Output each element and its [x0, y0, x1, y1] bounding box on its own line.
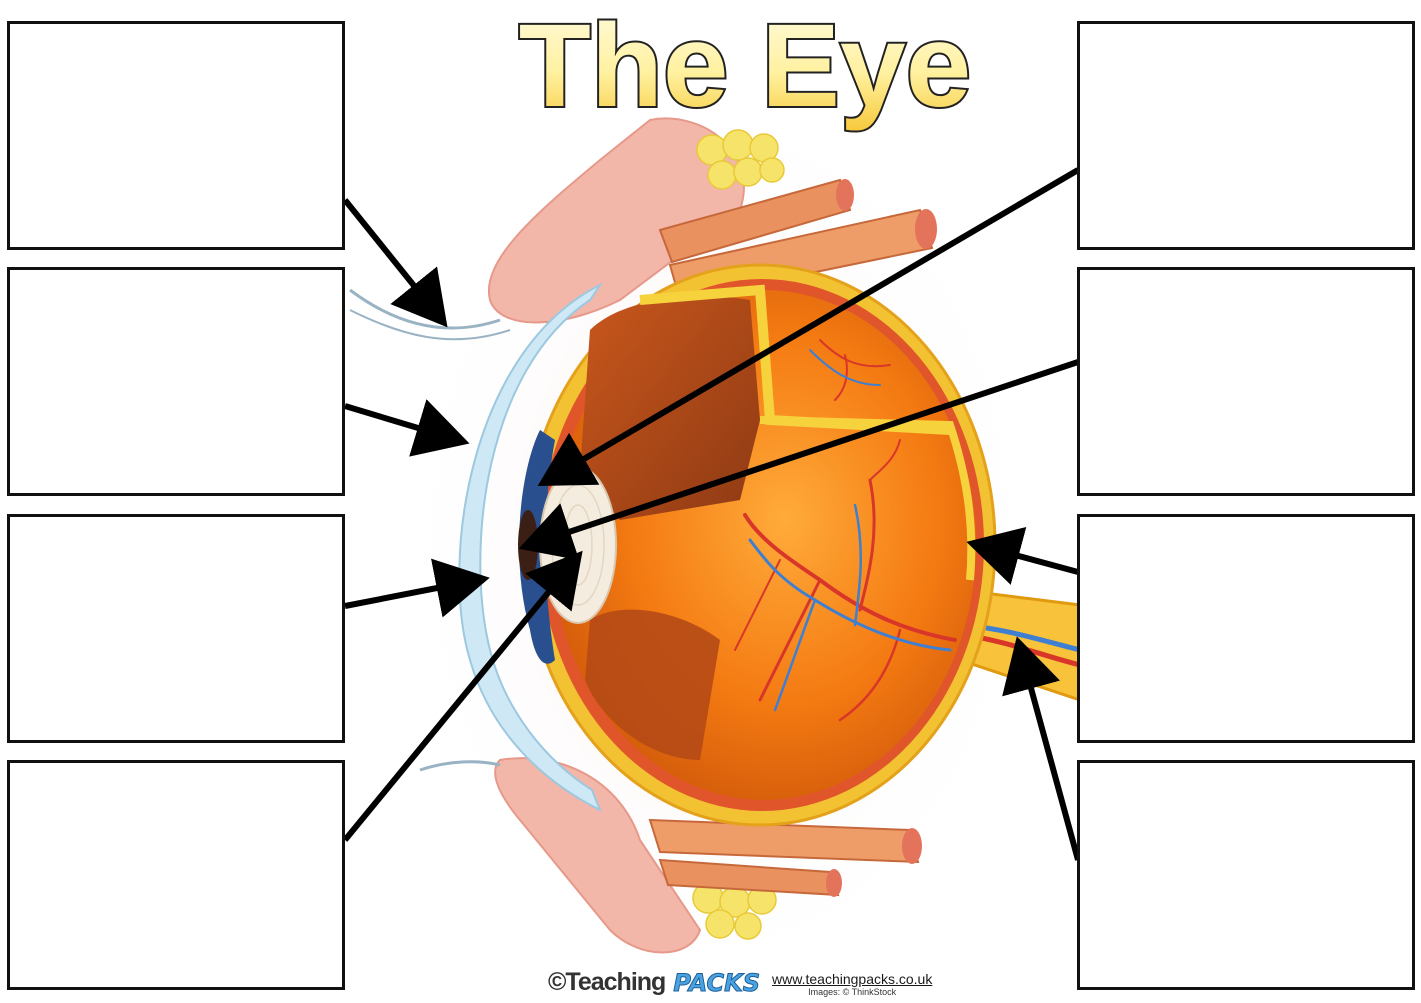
label-box-left-1[interactable] — [7, 21, 345, 250]
footer-url-link[interactable]: www.teachingpacks.co.uk — [772, 972, 932, 986]
label-box-left-3[interactable] — [7, 514, 345, 743]
page-title: The Eye — [519, 0, 972, 132]
footer: ©Teaching PACKS www.teachingpacks.co.uk … — [548, 968, 932, 997]
footer-brand-logo: PACKS — [673, 969, 760, 997]
footer-site: www.teachingpacks.co.uk Images: © ThinkS… — [772, 972, 932, 997]
label-box-right-3[interactable] — [1077, 514, 1415, 743]
label-box-right-1[interactable] — [1077, 21, 1415, 250]
label-box-left-2[interactable] — [7, 267, 345, 496]
label-box-left-4[interactable] — [7, 760, 345, 990]
fat-pad-upper — [697, 130, 784, 189]
arrow-left-1 — [345, 200, 440, 318]
footer-image-credit: Images: © ThinkStock — [808, 988, 896, 997]
footer-brand: ©Teaching — [548, 968, 665, 997]
label-box-right-4[interactable] — [1077, 760, 1415, 990]
label-box-right-2[interactable] — [1077, 267, 1415, 496]
